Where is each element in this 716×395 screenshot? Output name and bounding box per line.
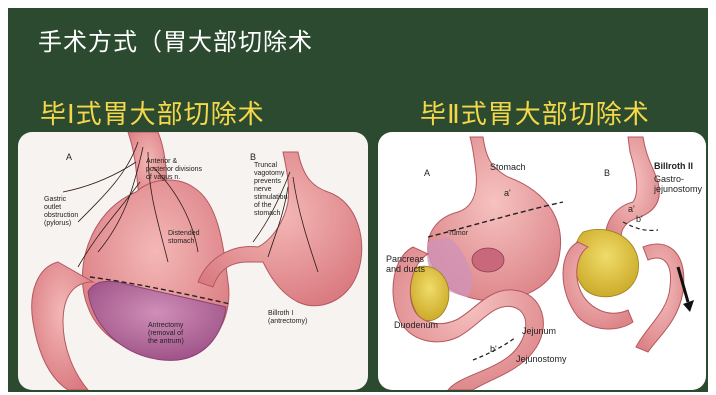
label-billroth-1: Billroth I (antrectomy) bbox=[268, 310, 307, 326]
label-gastro-jejunostomy: Gastro- jejunostomy bbox=[654, 174, 702, 194]
label-b-prime-b: b' bbox=[636, 214, 643, 224]
slide-title: 手术方式（胃大部切除术 bbox=[38, 22, 313, 57]
label-b-prime: b' bbox=[490, 344, 497, 354]
label-billroth-2: Billroth II bbox=[654, 162, 693, 170]
label-distended: Distended stomach bbox=[168, 230, 200, 246]
slide: 手术方式（胃大部切除术 毕Ⅰ式胃大部切除术 毕Ⅱ式胃大部切除术 bbox=[8, 8, 708, 392]
label-a-prime-b: a' bbox=[628, 204, 635, 214]
label-a-prime: a' bbox=[504, 188, 511, 198]
label-antrectomy: Antrectomy (removal of the antrum) bbox=[148, 322, 184, 346]
label-truncal: Truncal vagotomy prevents nerve stimulat… bbox=[254, 162, 287, 218]
label-a: A bbox=[66, 152, 72, 162]
billroth-1-illustration: A B Anterior & posterior divisions of va… bbox=[18, 132, 368, 390]
label-stomach: Stomach bbox=[490, 162, 526, 172]
label-vagus: Anterior & posterior divisions of vagus … bbox=[146, 158, 202, 182]
label-outlet: Gastric outlet obstruction (pylorus) bbox=[44, 196, 78, 228]
label-duodenum: Duodenum bbox=[394, 320, 438, 330]
label-tumor: Tumor bbox=[448, 230, 468, 238]
label-jejunostomy: Jejunostomy bbox=[516, 354, 567, 364]
label-a: A bbox=[424, 168, 430, 178]
subtitle-billroth-2: 毕Ⅱ式胃大部切除术 bbox=[420, 94, 650, 131]
label-pancreas: Pancreas and ducts bbox=[386, 254, 425, 274]
label-jejunum: Jejunum bbox=[522, 326, 556, 336]
label-b: B bbox=[604, 168, 610, 178]
billroth-2-illustration: A B Stomach a' Tumor Pancreas and ducts … bbox=[378, 132, 706, 390]
subtitle-billroth-1: 毕Ⅰ式胃大部切除术 bbox=[40, 94, 265, 131]
label-b: B bbox=[250, 152, 256, 162]
